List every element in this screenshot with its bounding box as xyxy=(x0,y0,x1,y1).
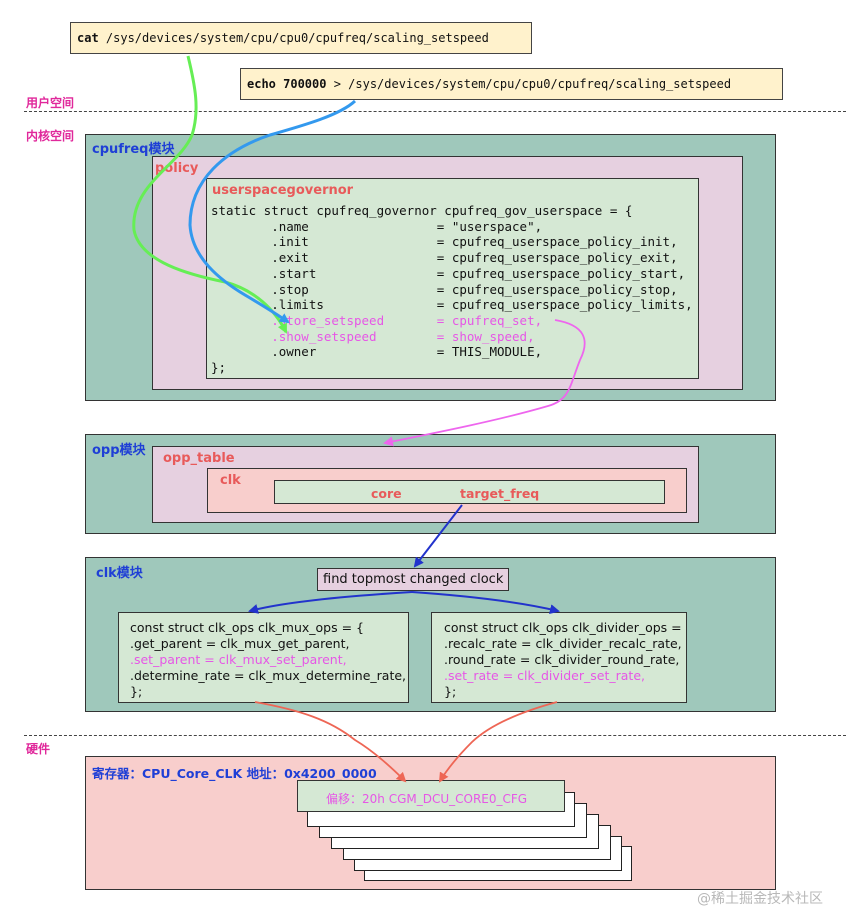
register-offset-box: 偏移：20h CGM_DCU_CORE0_CFG xyxy=(297,780,565,812)
code-line: .init = cpufreq_userspace_policy_init, xyxy=(211,234,678,250)
opp-table-label: opp_table xyxy=(163,451,235,466)
echo-path: > /sys/devices/system/cpu/cpu0/cpufreq/s… xyxy=(326,77,732,91)
echo-keyword: echo 700000 xyxy=(247,77,327,91)
hardware-label: 硬件 xyxy=(26,742,51,756)
clk-module-label: clk模块 xyxy=(96,566,143,581)
governor-code: static struct cpufreq_governor cpufreq_g… xyxy=(211,203,693,376)
offset-label: 偏移：20h CGM_DCU_CORE0_CFG xyxy=(326,792,528,806)
mux-line: }; xyxy=(130,684,143,699)
mux-line: .determine_rate = clk_mux_determine_rate… xyxy=(130,668,407,683)
red-arrow-mux-to-register xyxy=(254,701,407,783)
governor-label: userspacegovernor xyxy=(212,183,354,198)
code-line: .limits = cpufreq_userspace_policy_limit… xyxy=(211,297,693,313)
code-line: .stop = cpufreq_userspace_policy_stop, xyxy=(211,281,678,297)
find-topmost-box: find topmost changed clock xyxy=(317,568,509,591)
user-kernel-divider xyxy=(24,111,846,112)
green-arrow-cat-to-show-setspeed xyxy=(132,55,288,334)
register-label: 寄存器：CPU_Core_CLK 地址：0x4200_0000 xyxy=(92,766,377,781)
kernel-space-label: 内核空间 xyxy=(26,129,75,143)
code-line: .exit = cpufreq_userspace_policy_exit, xyxy=(211,250,678,266)
watermark: @稀土掘金技术社区 xyxy=(697,891,823,907)
find-topmost-label: find topmost changed clock xyxy=(323,572,504,587)
divider-line: .round_rate = clk_divider_round_rate, xyxy=(444,652,680,667)
code-line-store-setspeed: .store_setspeed = cpufreq_set, xyxy=(211,312,543,328)
code-line: .owner = THIS_MODULE, xyxy=(211,344,543,360)
policy-label: policy xyxy=(155,161,199,176)
divider-line-set-rate: .set_rate = clk_divider_set_rate, xyxy=(444,668,645,683)
userspace-governor-box: userspacegovernor static struct cpufreq_… xyxy=(206,178,699,379)
code-line-show-setspeed: .show_setspeed = show_speed, xyxy=(211,328,535,344)
code-line: }; xyxy=(211,360,227,376)
mux-line-set-parent: .set_parent = clk_mux_set_parent, xyxy=(130,652,347,667)
clk-label: clk xyxy=(220,473,241,488)
code-line: .name = "userspace", xyxy=(211,218,543,234)
blue-arrow-target-freq-to-clk xyxy=(413,504,463,568)
cat-keyword: cat xyxy=(77,31,99,45)
code-line: .start = cpufreq_userspace_policy_start, xyxy=(211,265,686,281)
clk-divider-ops-code: const struct clk_ops clk_divider_ops = {… xyxy=(444,620,687,700)
cat-path: /sys/devices/system/cpu/cpu0/cpufreq/sca… xyxy=(98,31,489,45)
cat-command-box: cat /sys/devices/system/cpu/cpu0/cpufreq… xyxy=(70,22,532,54)
opp-module-label: opp模块 xyxy=(92,443,146,458)
blue-arrow-find-to-mux xyxy=(248,591,413,614)
clk-mux-ops-box: const struct clk_ops clk_mux_ops = {.get… xyxy=(118,612,409,703)
user-space-label: 用户空间 xyxy=(26,96,75,110)
kernel-hardware-divider xyxy=(24,735,846,736)
echo-command-box: echo 700000 > /sys/devices/system/cpu/cp… xyxy=(240,68,783,100)
code-line: static struct cpufreq_governor cpufreq_g… xyxy=(211,203,633,218)
clk-mux-ops-code: const struct clk_ops clk_mux_ops = {.get… xyxy=(130,620,406,700)
core-label: core xyxy=(371,486,402,501)
core-target-freq-box: core target_freq xyxy=(274,480,665,504)
divider-line: }; xyxy=(444,684,457,699)
clk-divider-ops-box: const struct clk_ops clk_divider_ops = {… xyxy=(431,612,687,703)
red-arrow-divider-to-register xyxy=(438,701,558,783)
magenta-arrow-cpufreq-set-to-opp xyxy=(383,319,586,447)
blue-arrow-find-to-divider xyxy=(411,591,560,615)
mux-line: .get_parent = clk_mux_get_parent, xyxy=(130,636,350,651)
blue-arrow-echo-to-store-setspeed xyxy=(188,99,357,324)
divider-line: .recalc_rate = clk_divider_recalc_rate, xyxy=(444,636,682,651)
mux-line: const struct clk_ops clk_mux_ops = { xyxy=(130,620,365,635)
cpufreq-module-label: cpufreq模块 xyxy=(92,142,175,157)
divider-line: const struct clk_ops clk_divider_ops = { xyxy=(444,620,687,635)
target-freq-label: target_freq xyxy=(460,486,540,501)
